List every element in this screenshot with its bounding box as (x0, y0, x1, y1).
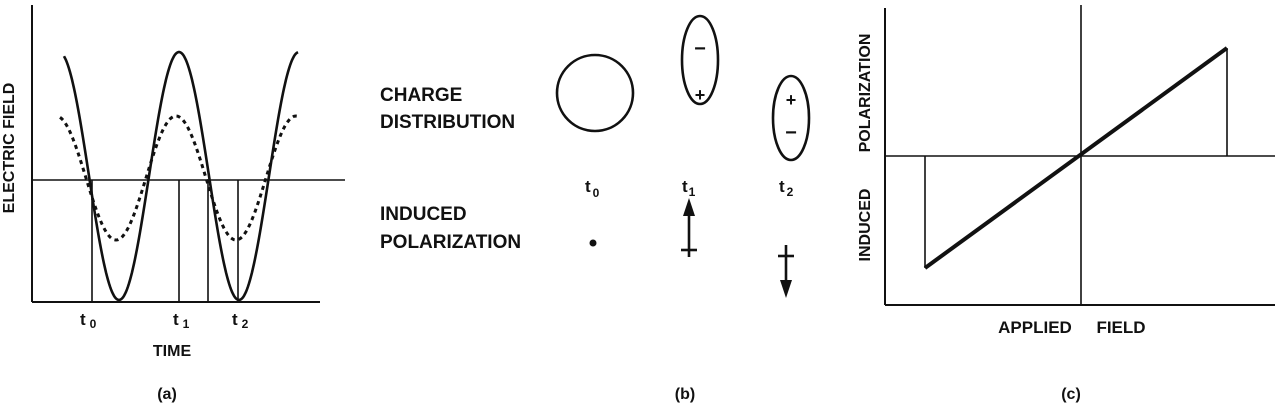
b-label-t1: t1 (682, 177, 696, 199)
t1-plus-sign: + (695, 85, 706, 105)
polarization-arrow-down-t2 (778, 245, 794, 298)
charge-ellipse-t2 (771, 74, 811, 162)
c-ylabel-line2: POLARIZATION (857, 34, 874, 153)
induced-label-line1: INDUCED (380, 204, 467, 225)
charge-ellipse-t1 (680, 14, 720, 106)
charge-label-line1: CHARGE (380, 85, 462, 106)
applied-field-wave (62, 50, 299, 302)
c-ylabel-line1: INDUCED (857, 189, 874, 262)
polarization-arrow-up-t1 (681, 198, 697, 257)
t2-minus-sign: − (785, 122, 797, 144)
charge-label-line2: DISTRIBUTION (380, 112, 515, 133)
a-caption: (a) (157, 386, 177, 403)
panel-c: INDUCED POLARIZATION APPLIED FIELD (c) (857, 5, 1275, 403)
t2-plus-sign: + (786, 90, 797, 110)
c-caption: (c) (1061, 386, 1081, 403)
induced-field-wave (59, 114, 299, 242)
a-ylabel: ELECTRIC FIELD (1, 83, 18, 214)
induced-label-line2: POLARIZATION (380, 232, 521, 253)
a-xlabel: TIME (153, 343, 192, 360)
t1-minus-sign: − (694, 38, 706, 60)
c-xlabel-line1: APPLIED (998, 318, 1072, 337)
c-xlabel-line2: FIELD (1096, 318, 1145, 337)
polarization-line (923, 46, 1229, 270)
b-caption: (b) (675, 386, 695, 403)
polarization-dot-t0 (589, 239, 597, 247)
charge-circle-t0 (555, 53, 635, 133)
